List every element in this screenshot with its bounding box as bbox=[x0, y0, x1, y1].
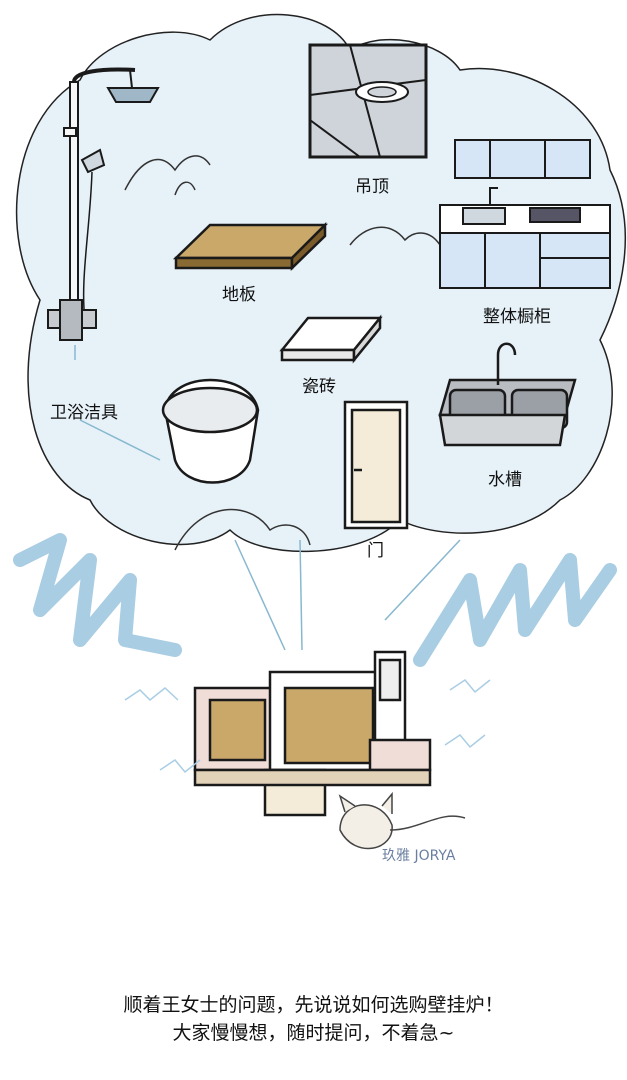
label-ceiling: 吊顶 bbox=[355, 177, 389, 197]
cat-icon bbox=[338, 791, 466, 850]
squiggles bbox=[13, 533, 617, 667]
decor-arcs bbox=[124, 155, 441, 551]
door-icon bbox=[343, 400, 409, 530]
label-door: 门 bbox=[367, 541, 384, 561]
label-sanitary: 卫浴洁具 bbox=[50, 403, 118, 423]
label-floor: 地板 bbox=[222, 285, 256, 305]
watermark: 玖雅 JORYA bbox=[382, 848, 456, 864]
ceiling-icon bbox=[308, 43, 428, 159]
tile-icon bbox=[279, 314, 383, 364]
toilet-icon bbox=[161, 378, 260, 484]
shower-icon bbox=[47, 67, 160, 341]
label-sink: 水槽 bbox=[488, 470, 522, 490]
sink-icon bbox=[438, 342, 577, 447]
pointer-arrows bbox=[74, 345, 461, 651]
floor-plan bbox=[193, 650, 432, 817]
floor-icon bbox=[172, 221, 329, 271]
tremble-marks bbox=[124, 679, 491, 774]
label-cabinet: 整体橱柜 bbox=[483, 307, 551, 327]
caption-line-2: 大家慢慢想，随时提问，不着急~ bbox=[172, 1022, 455, 1044]
kitchen-cabinet-icon bbox=[439, 139, 611, 289]
label-tile: 瓷砖 bbox=[302, 377, 336, 397]
caption-line-1: 顺着王女士的问题，先说说如何选购壁挂炉！ bbox=[123, 994, 504, 1016]
